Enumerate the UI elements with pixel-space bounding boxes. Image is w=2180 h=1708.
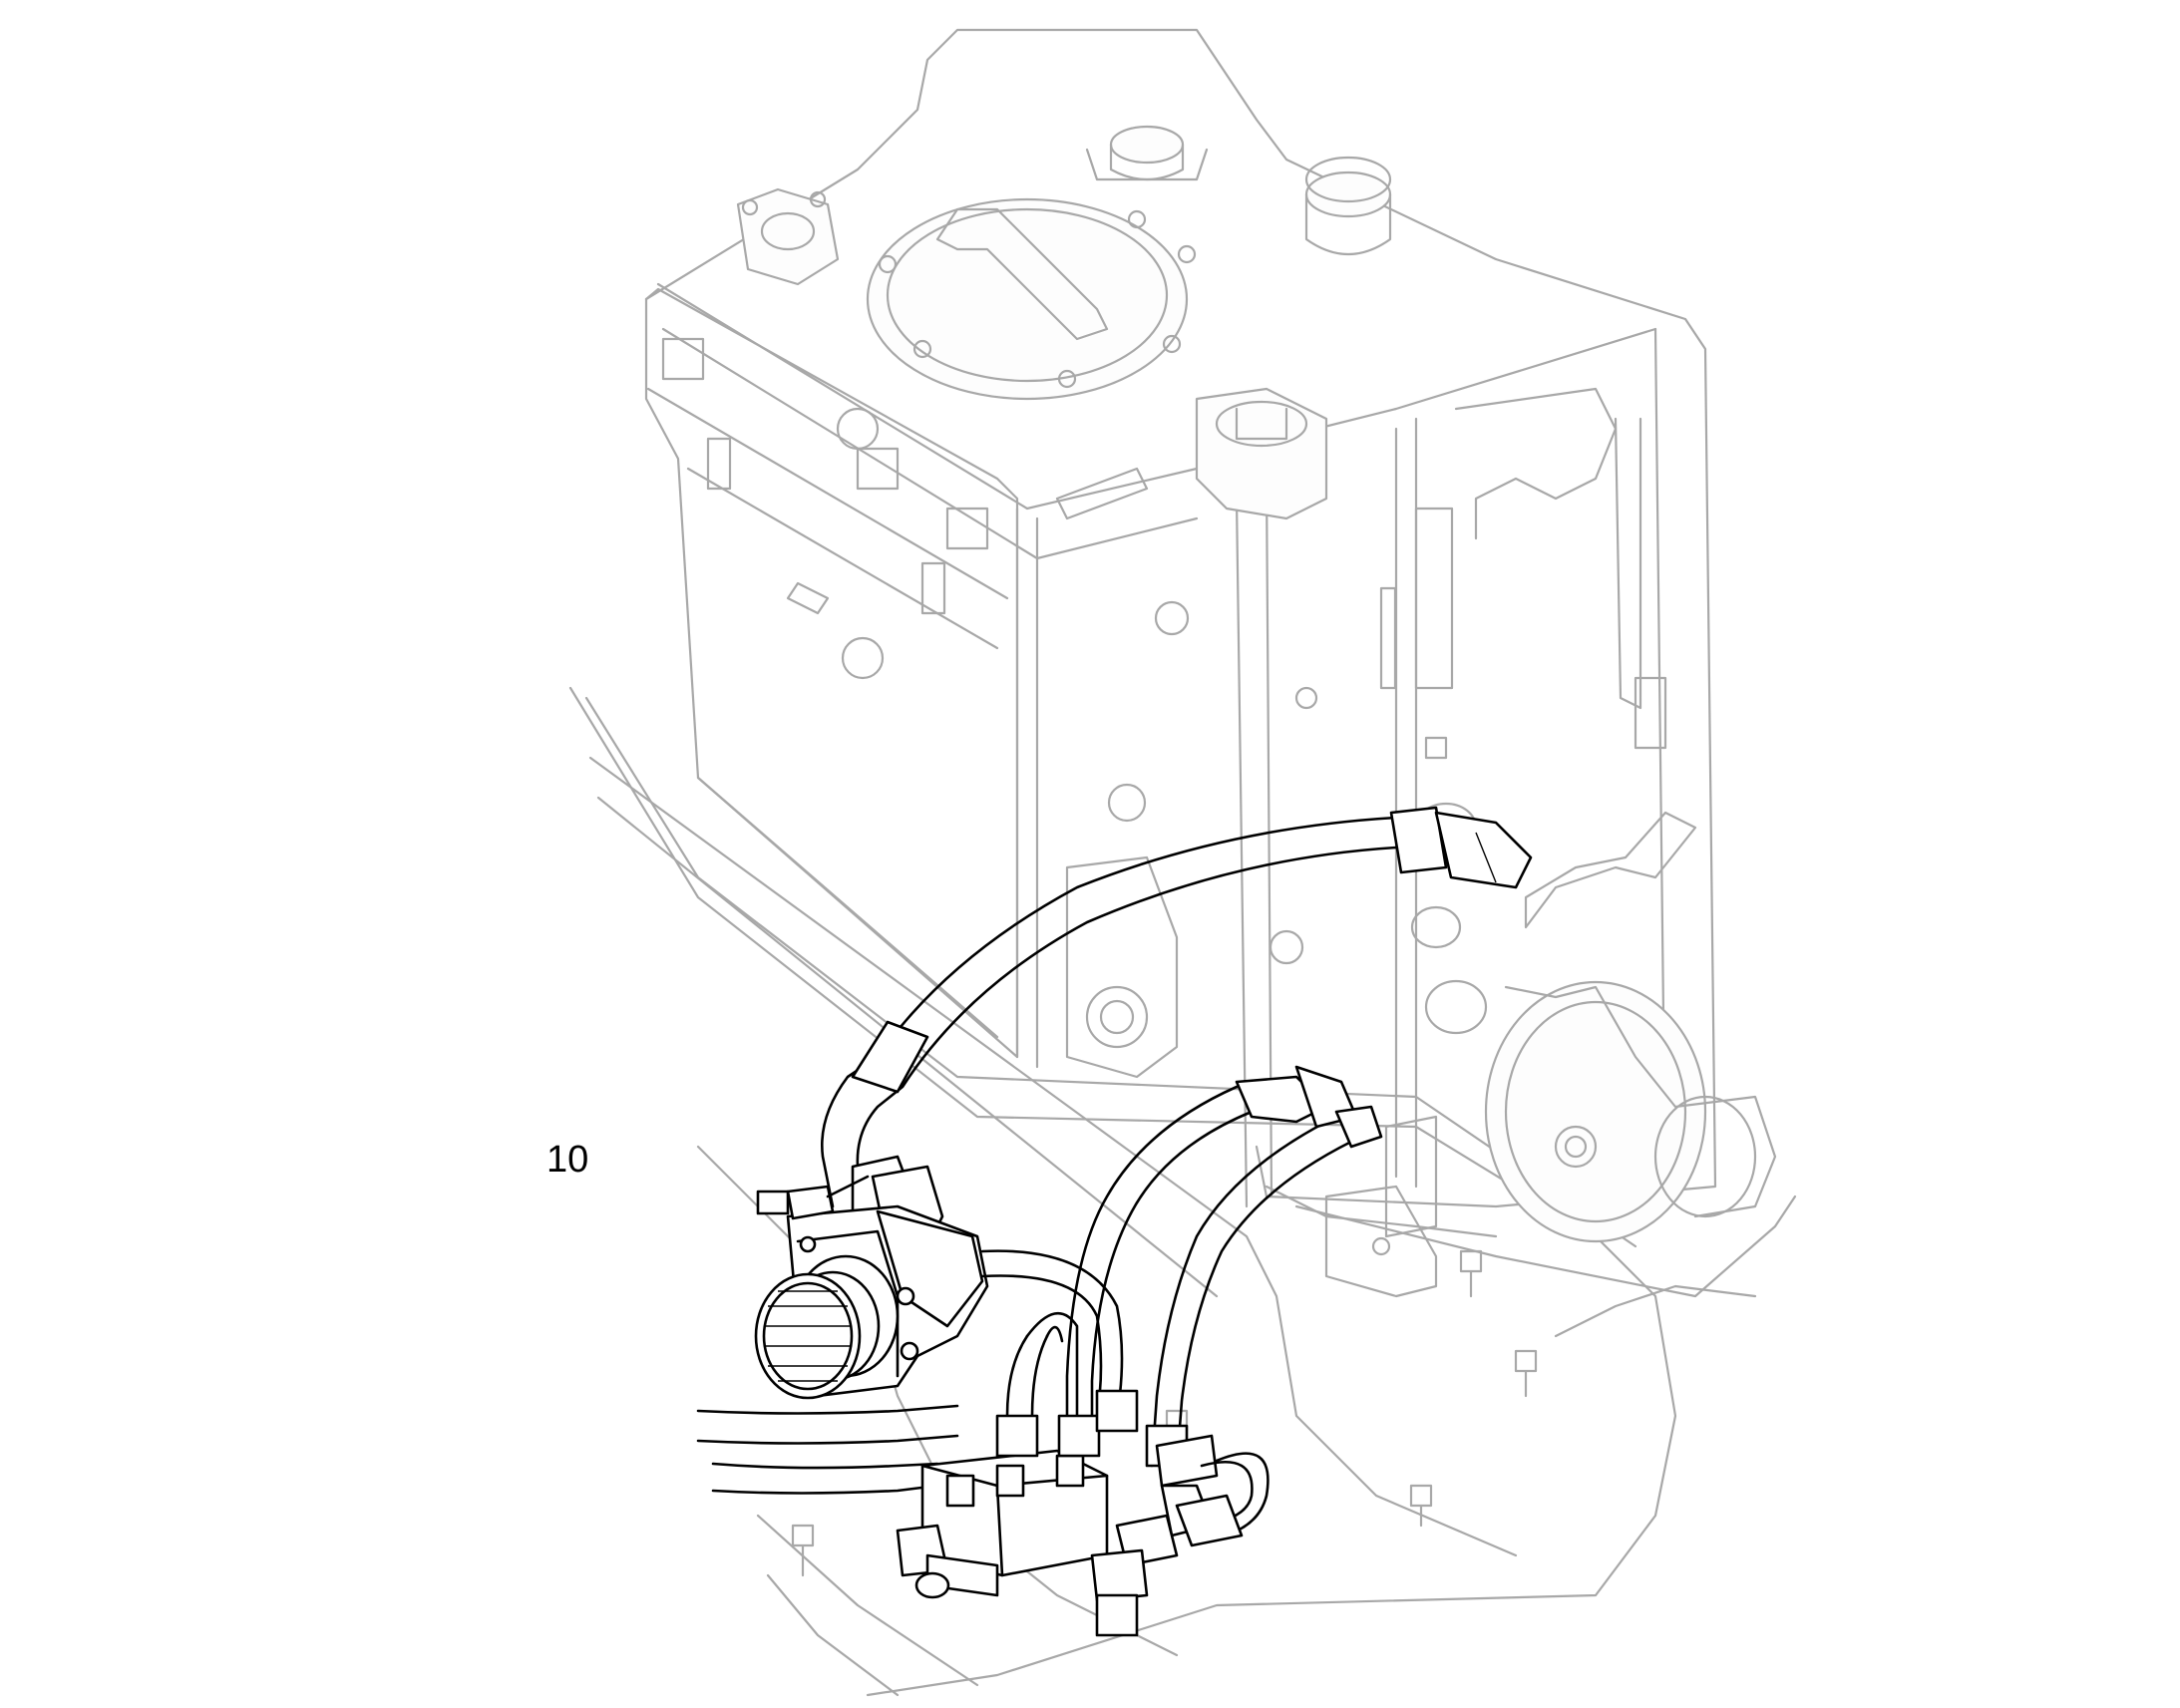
valve-block [896, 1449, 1109, 1599]
bleed-valve [756, 1175, 870, 1220]
large-return-hose [821, 806, 1533, 1213]
side-fittings [661, 337, 1318, 965]
drive-gear [754, 1254, 900, 1400]
top-left-flange [736, 187, 840, 286]
right-bracket [1379, 387, 1667, 750]
frame-bolts [786, 581, 1538, 1577]
suction-hoses [696, 1249, 1124, 1495]
breather-cap [1304, 156, 1392, 256]
pressure-hoses-pair [1065, 1065, 1383, 1468]
filter-housing [1195, 387, 1328, 520]
hose-fittings [995, 1389, 1270, 1637]
lower-bracket [1065, 855, 1179, 1079]
pump-drive-housing [1410, 802, 1777, 1243]
lower-block [1324, 1115, 1438, 1298]
tank-filler-cover [866, 197, 1197, 401]
callout-number: 10 [546, 1139, 589, 1181]
top-plug [1085, 125, 1209, 181]
